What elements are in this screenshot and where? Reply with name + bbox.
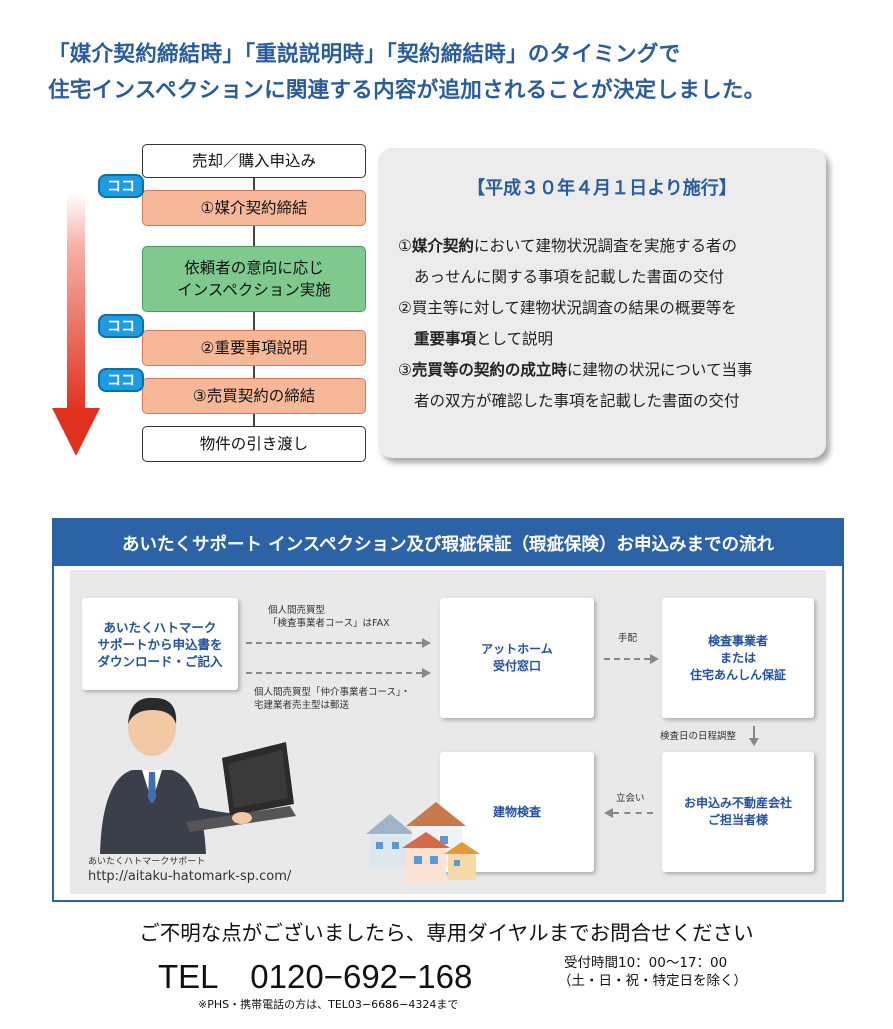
connector <box>253 366 255 378</box>
info-line-6: 者の双方が確認した事項を記載した書面の交付 <box>414 392 740 410</box>
step-important-matters: ②重要事項説明 <box>142 330 366 366</box>
headline-line-1: 「媒介契約締結時」「重説説明時」「契約締結時」のタイミングで <box>48 42 681 67</box>
flow-area: あいたくハトマーク サポートから申込書を ダウンロード・ご記入 個人間売買型 「… <box>70 570 826 894</box>
step-application: 売却／購入申込み <box>142 144 366 178</box>
info-num: ① <box>398 237 412 255</box>
info-line-3: ②買主等に対して建物状況調査の結果の概要等を <box>398 299 737 317</box>
info-line-1: ①媒介契約において建物状況調査を実施する者の <box>398 234 737 256</box>
arrow-head <box>604 808 613 818</box>
koko-tag: ココ <box>98 174 144 198</box>
box-text: 受付窓口 <box>492 659 541 673</box>
download-form-box: あいたくハトマーク サポートから申込書を ダウンロード・ご記入 <box>82 598 238 690</box>
step-inspection-line-1: 依頼者の意向に応じ <box>184 259 324 277</box>
step-handover: 物件の引き渡し <box>142 426 366 462</box>
arrow-arrange <box>604 658 650 660</box>
real-estate-company-box: お申込み不動産会社 ご担当者様 <box>662 752 814 872</box>
attend-label: 立会い <box>616 793 645 804</box>
timeline-arrow <box>50 193 102 458</box>
box-text: ご担当者様 <box>707 813 768 827</box>
arrange-label: 手配 <box>618 633 638 644</box>
info-text: において建物状況調査を実施する者の <box>473 237 737 255</box>
box-text: アットホーム <box>481 642 553 656</box>
arrow-head <box>650 654 659 664</box>
box-text: サポートから申込書を <box>97 636 223 652</box>
note-text: 宅建業者売主型は郵送 <box>254 700 350 711</box>
step-inspection: 依頼者の意向に応じ インスペクション実施 <box>142 246 366 312</box>
note-text: 個人間売買型「仲介事業者コース」・ <box>254 687 411 698</box>
hours-line-1: 受付時間10：00〜17：00 <box>564 955 728 971</box>
schedule-label: 検査日の日程調整 <box>660 731 737 742</box>
arrow-attend <box>613 812 653 814</box>
connector <box>253 312 255 330</box>
box-text: ダウンロード・ご記入 <box>97 653 223 669</box>
businessman-illustration <box>90 684 300 854</box>
step-inspection-line-2: インスペクション実施 <box>177 281 331 299</box>
connector <box>253 226 255 246</box>
note-text: 個人間売買型 <box>268 605 326 616</box>
info-emphasis: 売買等の契約の成立時 <box>411 361 567 379</box>
step-brokerage-contract: ①媒介契約締結 <box>142 190 366 226</box>
houses-illustration <box>362 796 482 886</box>
phs-note: ※PHS・携帯電話の方は、TEL03−6686−4324まで <box>198 998 459 1011</box>
enforcement-info-box: 【平成３０年４月１日より施行】 ①媒介契約において建物状況調査を実施する者の あ… <box>378 148 826 458</box>
arrow-head <box>422 638 431 648</box>
fax-note: 個人間売買型 「検査事業者コース」はFAX <box>268 604 390 630</box>
box-text: あいたくハトマーク <box>103 619 217 635</box>
step-sales-contract: ③売買契約の締結 <box>142 378 366 414</box>
site-url-link[interactable]: http://aitaku-hatomark-sp.com/ <box>88 869 292 884</box>
info-line-2: あっせんに関する事項を記載した書面の交付 <box>414 268 725 286</box>
flow-header: あいたくサポート インスペクション及び瑕疵保証（瑕疵保険）お申込みまでの流れ <box>54 520 842 566</box>
building-inspection-box: 建物検査 <box>440 752 594 872</box>
box-text: お申込み不動産会社 <box>683 796 792 810</box>
hours-line-2: （土・日・祝・特定日を除く） <box>558 973 747 989</box>
box-text: 住宅あんしん保証 <box>689 667 786 682</box>
box-text: または <box>719 650 756 665</box>
info-text: に建物の状況について当事 <box>566 361 753 379</box>
reception-hours: 受付時間10：00〜17：00 （土・日・祝・特定日を除く） <box>558 954 747 990</box>
site-name: あいたくハトマークサポート <box>88 857 206 867</box>
inquiry-text: ご不明な点がございましたら、専用ダイヤルまでお問合せください <box>139 921 754 945</box>
headline-line-2: 住宅インスペクションに関連する内容が追加されることが決定しました。 <box>48 78 766 103</box>
inspector-box: 検査事業者 または 住宅あんしん保証 <box>662 598 814 718</box>
arrow-mail <box>246 672 422 674</box>
connector <box>253 178 255 190</box>
connector <box>253 414 255 426</box>
application-flow-panel: あいたくサポート インスペクション及び瑕疵保証（瑕疵保険）お申込みまでの流れ あ… <box>52 518 844 902</box>
info-line-5: ③売買等の契約の成立時に建物の状況について当事 <box>398 358 752 380</box>
koko-tag: ココ <box>98 368 144 392</box>
info-num: ③ <box>398 361 412 379</box>
info-emphasis: 媒介契約 <box>411 237 474 255</box>
arrow-fax <box>246 642 422 644</box>
enforcement-title: 【平成３０年４月１日より施行】 <box>467 178 737 199</box>
athome-reception-box: アットホーム 受付窓口 <box>440 598 594 718</box>
info-text: として説明 <box>476 330 554 348</box>
arrow-schedule <box>753 726 755 738</box>
arrow-head <box>422 668 431 678</box>
tel-number[interactable]: TEL 0120−692−168 <box>158 958 473 995</box>
mail-note: 個人間売買型「仲介事業者コース」・ 宅建業者売主型は郵送 <box>254 686 410 712</box>
koko-tag: ココ <box>98 314 144 338</box>
info-emphasis: 重要事項 <box>414 330 477 348</box>
info-line-4: 重要事項として説明 <box>414 327 553 349</box>
arrow-head <box>749 738 759 746</box>
box-text: 検査事業者 <box>707 633 768 648</box>
note-text: 「検査事業者コース」はFAX <box>268 618 390 629</box>
